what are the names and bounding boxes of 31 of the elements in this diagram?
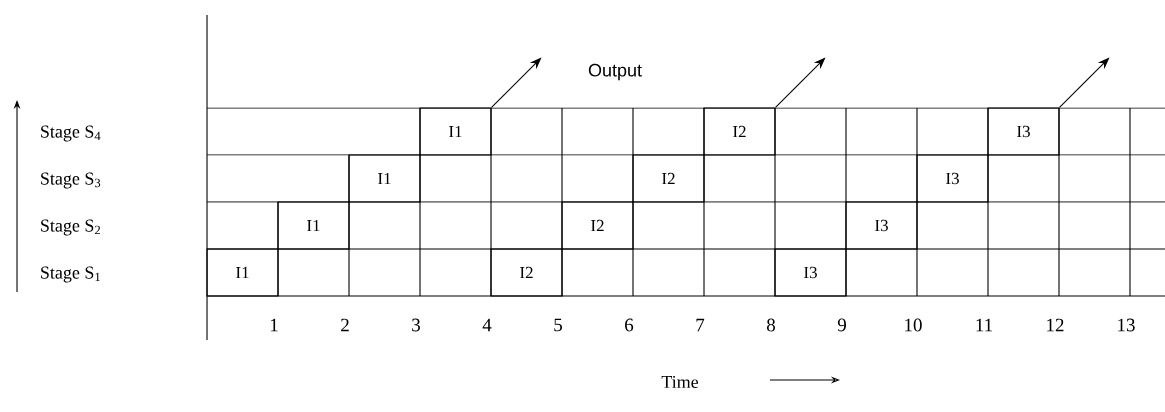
tick-label: 9 (837, 318, 846, 332)
tick-label: 5 (554, 318, 562, 332)
stage-label: Stage S$_{2}$ (41, 219, 100, 236)
instruction-cell: I2 (632, 154, 705, 203)
instruction-cell: I3 (774, 248, 847, 297)
instruction-cell: I2 (490, 248, 563, 297)
instruction-cell: I2 (561, 201, 634, 250)
instruction-cell: I1 (419, 107, 492, 156)
instruction-cell: I2 (703, 107, 776, 156)
tick-label: 11 (976, 318, 992, 332)
tick-label: 1 (270, 318, 278, 332)
tick-label: 13 (1118, 318, 1135, 332)
output-label: Output (588, 63, 642, 81)
instruction-cell: I3 (845, 201, 918, 250)
tick-label: 2 (341, 318, 349, 332)
instruction-cell: I1 (348, 154, 421, 203)
tick-label: 4 (482, 318, 492, 332)
tick-label: 8 (766, 318, 775, 332)
instruction-cell: I3 (987, 107, 1060, 156)
tick-label: 3 (412, 318, 420, 332)
tick-label: 7 (696, 318, 705, 332)
tick-label: 10 (905, 318, 922, 332)
instruction-cell: I1 (277, 201, 350, 250)
tick-label: 12 (1047, 318, 1064, 332)
stage-label: Stage S$_{3}$ (41, 172, 101, 189)
stage-label: Stage S$_{1}$ (41, 266, 100, 283)
axis-title: Time (661, 375, 699, 389)
instruction-cell: I1 (206, 248, 279, 297)
tick-label: 6 (625, 318, 634, 332)
stage-label: Stage S$_{4}$ (41, 125, 101, 142)
instruction-cell: I3 (916, 154, 989, 203)
